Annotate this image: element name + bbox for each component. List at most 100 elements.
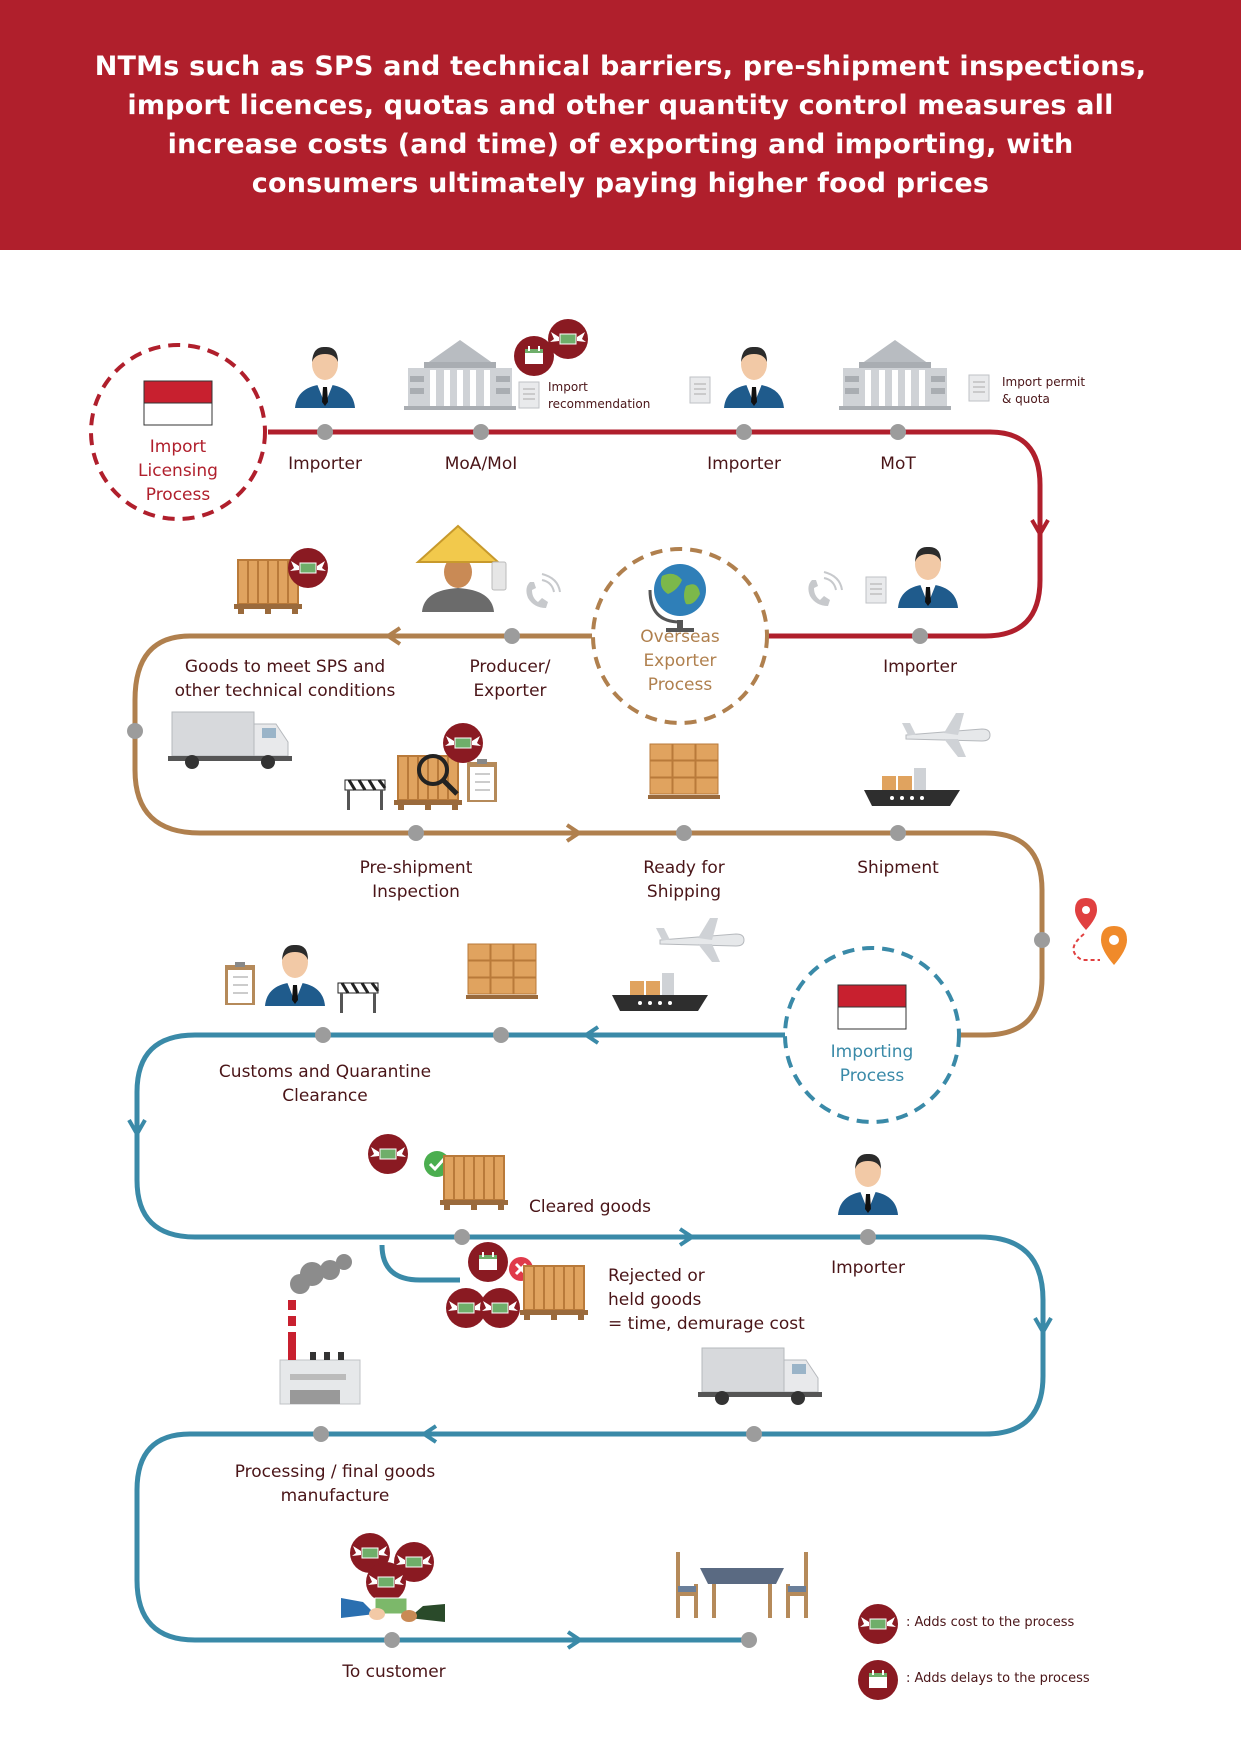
importing-process-circle <box>783 946 961 1124</box>
label-line: & quota <box>1002 392 1050 406</box>
node <box>741 1632 757 1648</box>
cargo-ship-icon <box>864 768 960 806</box>
cargo-ship-icon <box>612 973 708 1011</box>
node <box>473 424 489 440</box>
truck-icon <box>697 1347 823 1406</box>
node <box>315 1027 331 1043</box>
label-line: Producer/ <box>469 657 551 677</box>
money-wings-icon <box>365 1561 407 1603</box>
importing-path <box>134 1032 1046 1643</box>
legend-delay-icon <box>858 1660 898 1700</box>
step-importer-label: Importer <box>883 657 957 677</box>
node <box>317 424 333 440</box>
label-line: recommendation <box>548 397 651 411</box>
clipboard-icon <box>224 961 256 1006</box>
node <box>912 628 928 644</box>
legend-cost-icon <box>857 1603 899 1645</box>
node <box>676 825 692 841</box>
node <box>408 825 424 841</box>
step-ready-label: Ready for Shipping <box>643 856 725 904</box>
header-lead: NTMs <box>94 51 180 82</box>
path-nodes <box>127 424 1050 1648</box>
label-line: Goods to meet SPS and <box>184 657 386 677</box>
node <box>384 1632 400 1648</box>
node <box>890 825 906 841</box>
node <box>493 1027 509 1043</box>
money-wings-icon <box>547 318 589 360</box>
pallet-icon <box>439 1155 509 1211</box>
document-icon <box>865 576 887 604</box>
arrow-right-icon <box>566 1630 584 1650</box>
clipboard-icon <box>466 758 498 803</box>
node <box>504 628 520 644</box>
exporter-label-line: Overseas <box>640 627 720 647</box>
label-line: Clearance <box>282 1086 368 1106</box>
step-processing-label: Processing / final goods manufacture <box>235 1460 436 1508</box>
node <box>127 723 143 739</box>
node <box>454 1229 470 1245</box>
step-producer-label: Producer/ Exporter <box>469 655 550 703</box>
label-line: = time, demurage cost <box>608 1314 805 1334</box>
licensing-path <box>268 429 1043 639</box>
legend-delay-label: : Adds delays to the process <box>906 1671 1090 1686</box>
label-line: Rejected or <box>608 1266 705 1286</box>
government-building-icon <box>404 340 516 410</box>
money-wings-icon <box>367 1133 409 1175</box>
exporter-process-label: Overseas Exporter Process <box>640 625 719 697</box>
label-line: Shipping <box>646 882 722 902</box>
factory-icon <box>279 1254 361 1405</box>
importing-label-line: Process <box>839 1066 905 1086</box>
document-icon <box>689 376 711 404</box>
arrow-left-icon <box>384 626 402 646</box>
person-icon <box>838 1153 898 1215</box>
rejected-branch-path <box>379 1244 460 1283</box>
arrow-right-icon <box>678 1227 696 1247</box>
step-cleared-label: Cleared goods <box>529 1197 651 1217</box>
dining-table-icon <box>676 1552 808 1618</box>
boxes-icon <box>465 943 539 1000</box>
label-line: held goods <box>608 1290 702 1310</box>
barrier-icon <box>336 981 380 1015</box>
label-line: Customs and Quarantine <box>218 1062 432 1082</box>
step-moa-label: MoA/MoI <box>444 454 518 474</box>
step-importer-label: Importer <box>831 1258 905 1278</box>
step-customs-label: Customs and Quarantine Clearance <box>219 1060 431 1108</box>
label-line: Import permit <box>1002 375 1086 389</box>
phone-icon <box>525 573 561 609</box>
arrow-left-icon <box>420 1424 438 1444</box>
handshake-money-icon <box>341 1597 445 1622</box>
step-mot-label: MoT <box>880 454 916 474</box>
airplane-icon <box>901 712 991 758</box>
label-line: Pre-shipment <box>359 858 473 878</box>
header-title: NTMs such as SPS and technical barriers,… <box>91 47 1151 203</box>
money-wings-icon <box>442 722 484 764</box>
node <box>860 1229 876 1245</box>
label-line: Processing / final goods <box>234 1462 436 1482</box>
header-rest: such as SPS and technical barriers, pre-… <box>127 51 1147 199</box>
arrow-left-icon <box>582 1025 600 1045</box>
person-icon <box>295 346 355 408</box>
step-preshipment-label: Pre-shipment Inspection <box>360 856 473 904</box>
document-icon <box>968 374 990 402</box>
government-building-icon <box>839 340 951 410</box>
label-line: other technical conditions <box>174 681 396 701</box>
licensing-label-line: Process <box>145 485 211 505</box>
step-goods-sps-label: Goods to meet SPS and other technical co… <box>175 655 396 703</box>
calendar-icon <box>514 336 554 376</box>
phone-icon <box>807 571 843 607</box>
truck-icon <box>167 711 293 770</box>
legend-cost-label: : Adds cost to the process <box>906 1615 1075 1630</box>
farmer-icon <box>415 524 507 612</box>
label-line: Exporter <box>473 681 547 701</box>
licensing-process-label: Import Licensing Process <box>138 435 218 507</box>
flag-icon <box>837 984 907 1030</box>
flag-icon <box>143 380 213 426</box>
exporter-label-line: Process <box>647 675 713 695</box>
node <box>736 424 752 440</box>
step-shipment-label: Shipment <box>857 858 939 878</box>
airplane-icon <box>655 917 745 963</box>
licensing-label-line: Licensing <box>138 461 218 481</box>
money-wings-icon <box>479 1287 521 1329</box>
step-importer-label: Importer <box>288 454 362 474</box>
